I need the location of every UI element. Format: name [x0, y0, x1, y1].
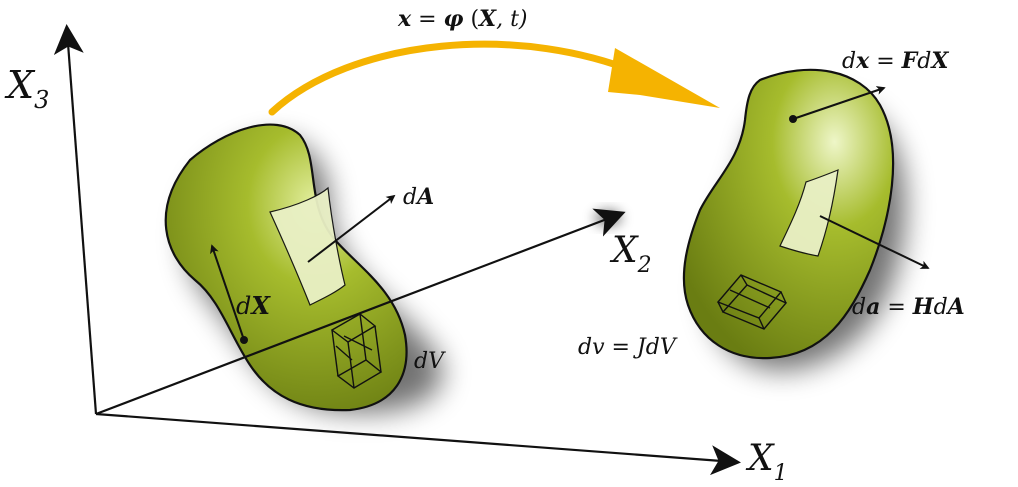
current-body [682, 68, 895, 360]
reference-area-normal-arrow [307, 194, 396, 263]
axis-x2-label: X2 [609, 230, 652, 278]
current-area-patch [779, 169, 839, 257]
reference-area-label: dA [403, 184, 434, 210]
axis-x3 [53, 24, 98, 415]
current-volume-box-icon [716, 274, 788, 330]
current-line-element-arrow [792, 86, 886, 120]
axis-x2 [95, 208, 626, 416]
reference-line-element-label: dX [236, 291, 271, 320]
current-area-normal-arrow [819, 215, 930, 269]
mapping-equation: x = φ (X, t) [397, 6, 528, 32]
reference-volume-label: dV [414, 349, 446, 374]
reference-volume-box-icon [330, 313, 383, 389]
curved-arrow-head [608, 48, 720, 108]
reference-area-patch [269, 186, 346, 306]
axis-x3-label: X3 [4, 63, 49, 114]
reference-line-element-arrow [210, 244, 245, 341]
axis-x1-label: X1 [745, 438, 788, 486]
current-volume-label: dv = JdV [578, 335, 678, 360]
axis-x1 [95, 412, 741, 476]
reference-body [164, 123, 408, 412]
curved-arrow-icon [268, 40, 654, 116]
current-line-element-label: dx = FdX [842, 48, 949, 74]
current-area-label: da = HdA [852, 294, 965, 320]
